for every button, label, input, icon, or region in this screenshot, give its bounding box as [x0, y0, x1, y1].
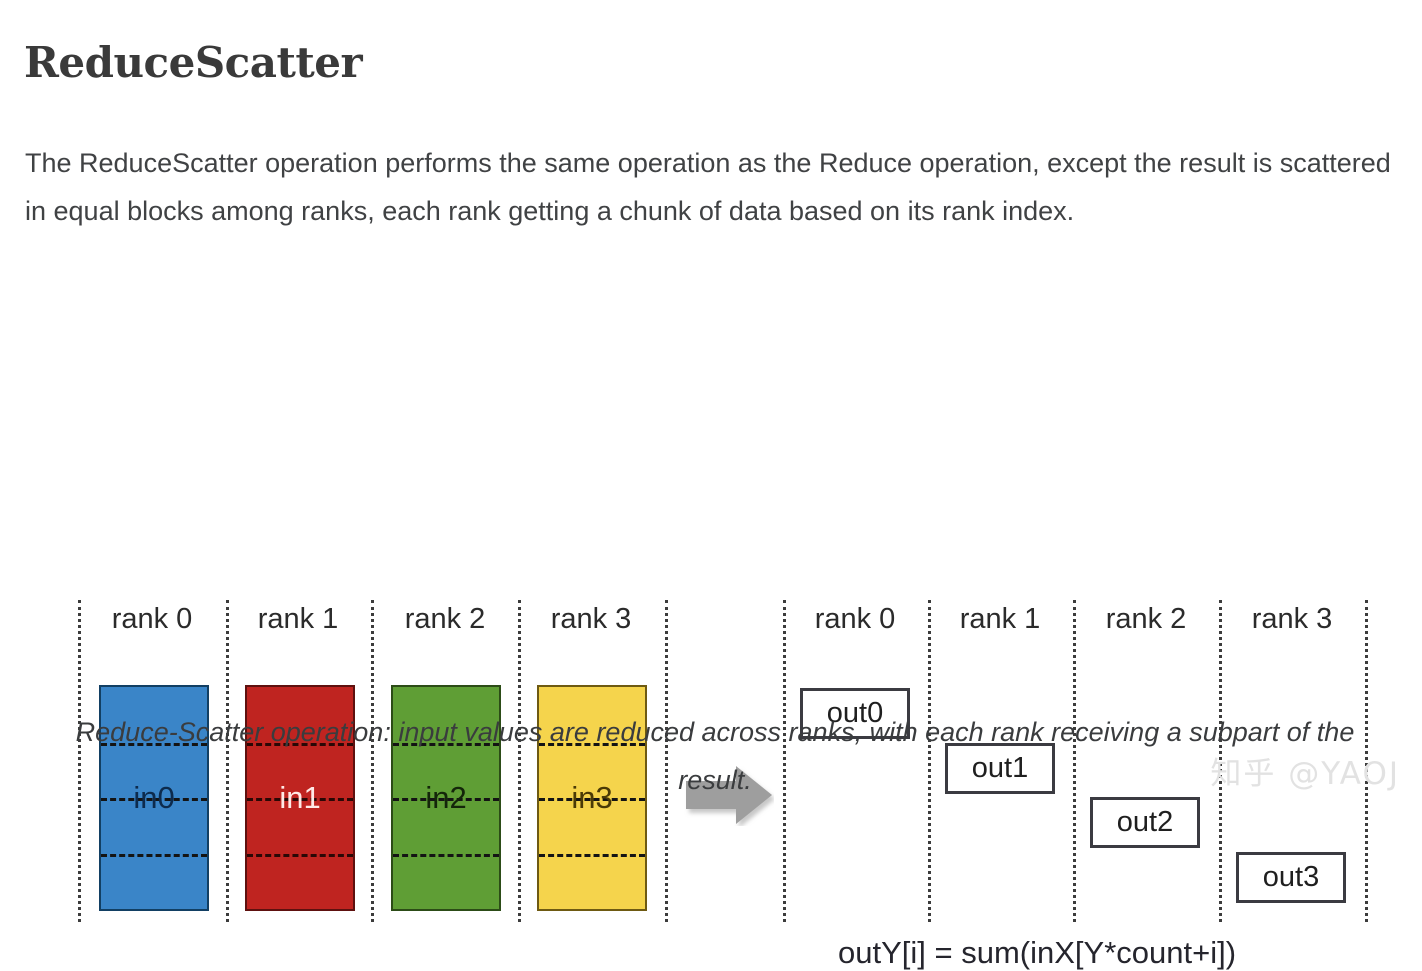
- segment-line: [101, 853, 207, 857]
- intro-paragraph: The ReduceScatter operation performs the…: [25, 148, 1391, 226]
- segment-line: [393, 853, 499, 857]
- page-title: ReduceScatter: [24, 38, 363, 88]
- divider-output-1: [928, 600, 931, 922]
- output-rank-label-2: rank 2: [1105, 603, 1187, 635]
- input-block-label: in1: [279, 780, 321, 815]
- output-box-out1: out1: [945, 743, 1055, 794]
- output-rank-label-1: rank 1: [959, 603, 1041, 635]
- formula-text: outY[i] = sum(inX[Y*count+i]): [838, 935, 1237, 970]
- figure-caption: Reduce-Scatter operation: input values a…: [75, 717, 1355, 795]
- segment-line: [539, 742, 645, 746]
- divider-output-0: [783, 600, 786, 922]
- zhihu-watermark: 知乎 @YAOJ: [1210, 756, 1400, 792]
- divider-input-4: [665, 600, 668, 922]
- segment-line: [101, 742, 207, 746]
- divider-input-0: [78, 600, 81, 922]
- divider-output-2: [1073, 600, 1076, 922]
- input-rank-label-2: rank 2: [404, 603, 486, 635]
- output-box-out0: out0: [800, 688, 910, 739]
- input-rank-label-3: rank 3: [550, 603, 632, 635]
- segment-line: [393, 798, 499, 801]
- output-rank-label-0: rank 0: [814, 603, 896, 635]
- divider-input-3: [518, 600, 521, 922]
- divider-output-3: [1219, 600, 1222, 922]
- divider-input-1: [226, 600, 229, 922]
- input-block-label: in3: [571, 780, 613, 815]
- reduce-scatter-diagram: rank 0 rank 1 rank 2 rank 3 in0 in1 in2 …: [0, 290, 1422, 970]
- output-box-out3: out3: [1236, 852, 1346, 903]
- segment-line: [539, 798, 645, 801]
- output-rank-label-3: rank 3: [1251, 603, 1333, 635]
- divider-input-2: [371, 600, 374, 922]
- segment-line: [247, 742, 353, 746]
- divider-output-4: [1365, 600, 1368, 922]
- segment-line: [101, 798, 207, 801]
- output-box-out2: out2: [1090, 797, 1200, 848]
- right-arrow-icon: [686, 766, 772, 824]
- input-rank-label-1: rank 1: [257, 603, 339, 635]
- input-block-label: in2: [425, 780, 467, 815]
- input-rank-label-0: rank 0: [111, 603, 193, 635]
- input-block-label: in0: [133, 780, 175, 815]
- segment-line: [247, 853, 353, 857]
- segment-line: [393, 742, 499, 746]
- segment-line: [539, 853, 645, 857]
- segment-line: [247, 798, 353, 801]
